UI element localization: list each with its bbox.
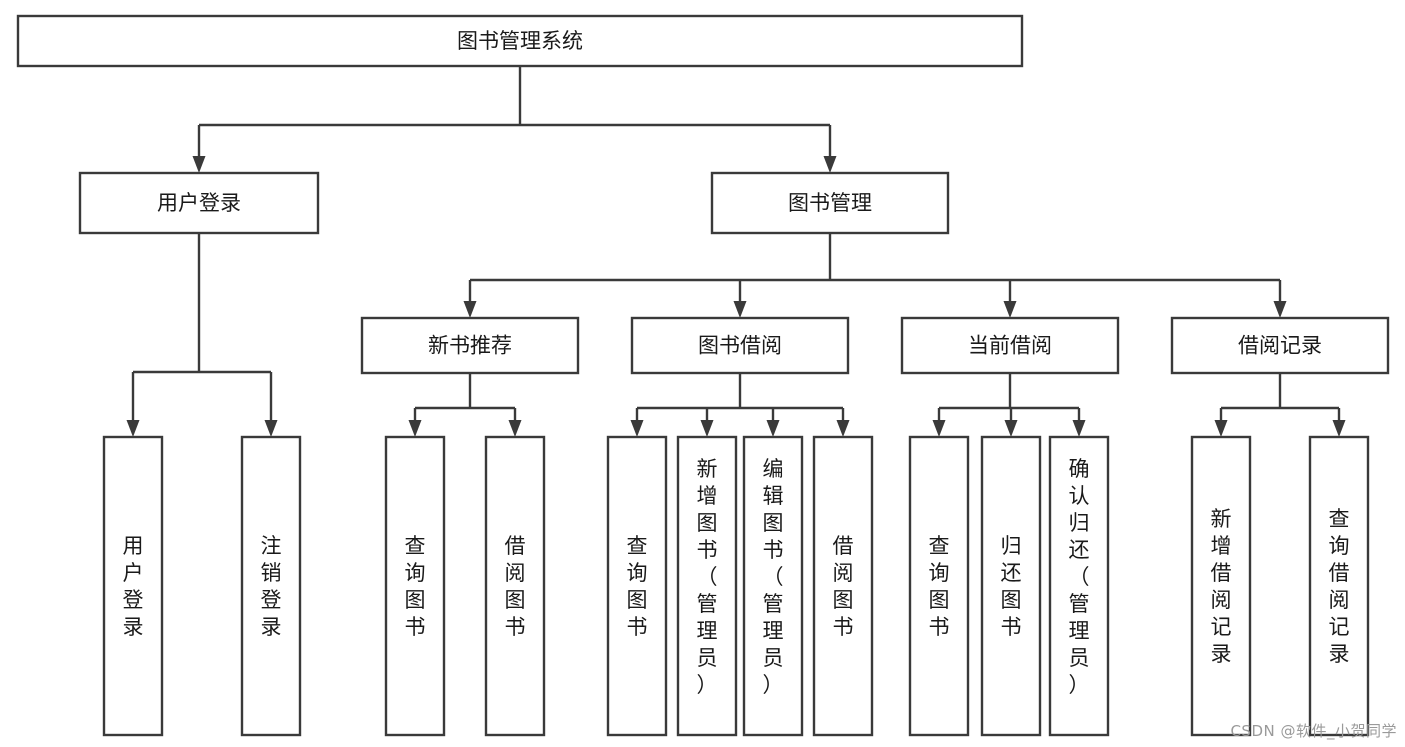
node-leaf-query-record[interactable]: 查询借阅记录 <box>1308 435 1370 737</box>
node-box-leaf-user-login[interactable] <box>102 435 164 737</box>
node-leaf-user-login[interactable]: 用户登录 <box>102 435 164 737</box>
node-leaf-borrow-book[interactable]: 借阅图书 <box>812 435 874 737</box>
arrow-head-icon <box>508 420 522 437</box>
node-label-new-book-recommend: 新书推荐 <box>428 334 512 358</box>
node-box-leaf-confirm-return[interactable] <box>1048 435 1110 737</box>
node-user-login[interactable]: 用户登录 <box>78 171 320 235</box>
edges-from-user-login <box>126 233 278 437</box>
node-leaf-return-book[interactable]: 归还图书 <box>980 435 1042 737</box>
node-leaf-borrow-book-rec[interactable]: 借阅图书 <box>484 435 546 737</box>
edges-from-borrow-record <box>1214 373 1346 437</box>
arrow-head-icon <box>1004 420 1018 437</box>
node-leaf-add-record[interactable]: 新增借阅记录 <box>1190 435 1252 737</box>
arrow-head-icon <box>700 420 714 437</box>
arrow-head-icon <box>1214 420 1228 437</box>
node-label-leaf-query-record: 查询借阅记录 <box>1329 507 1350 666</box>
node-label-user-login: 用户登录 <box>157 191 241 215</box>
node-box-current-borrow[interactable] <box>900 316 1120 375</box>
arrow-head-icon <box>766 420 780 437</box>
csdn-watermark: CSDN @软件_小贺同学 <box>1230 722 1397 740</box>
node-book-borrow[interactable]: 图书借阅 <box>630 316 850 375</box>
node-leaf-add-book[interactable]: 新增图书（管理员） <box>676 435 738 737</box>
node-label-current-borrow: 当前借阅 <box>968 334 1052 358</box>
arrow-head-icon <box>408 420 422 437</box>
node-label-leaf-query-book-borrow: 查询图书 <box>627 534 648 639</box>
node-box-leaf-query-book-borrow[interactable] <box>606 435 668 737</box>
node-box-book-manage[interactable] <box>710 171 950 235</box>
node-box-leaf-return-book[interactable] <box>980 435 1042 737</box>
arrow-head-icon <box>932 420 946 437</box>
edges-from-book-manage <box>463 233 1287 318</box>
node-box-user-login[interactable] <box>78 171 320 235</box>
node-label-leaf-add-record: 新增借阅记录 <box>1211 507 1232 666</box>
arrow-head-icon <box>1003 301 1017 318</box>
arrow-head-icon <box>192 156 206 173</box>
arrow-head-icon <box>126 420 140 437</box>
node-box-leaf-query-record[interactable] <box>1308 435 1370 737</box>
node-label-book-manage: 图书管理 <box>788 191 872 215</box>
node-label-leaf-logout: 注销登录 <box>261 534 282 639</box>
node-label-leaf-user-login: 用户登录 <box>123 534 144 639</box>
node-layer: 图书管理系统用户登录图书管理新书推荐图书借阅当前借阅借阅记录用户登录注销登录查询… <box>16 14 1390 737</box>
node-box-leaf-edit-book[interactable] <box>742 435 804 737</box>
node-leaf-query-book-current[interactable]: 查询图书 <box>908 435 970 737</box>
arrow-head-icon <box>733 301 747 318</box>
node-label-leaf-add-book: 新增图书（管理员） <box>697 457 718 697</box>
node-root[interactable]: 图书管理系统 <box>16 14 1024 68</box>
node-new-book-recommend[interactable]: 新书推荐 <box>360 316 580 375</box>
node-box-new-book-recommend[interactable] <box>360 316 580 375</box>
edges-from-root <box>192 66 837 173</box>
arrow-head-icon <box>264 420 278 437</box>
node-label-leaf-edit-book: 编辑图书（管理员） <box>763 457 784 697</box>
node-book-manage[interactable]: 图书管理 <box>710 171 950 235</box>
node-label-leaf-query-book-rec: 查询图书 <box>405 534 426 639</box>
arrow-head-icon <box>1273 301 1287 318</box>
arrow-head-icon <box>1332 420 1346 437</box>
node-borrow-record[interactable]: 借阅记录 <box>1170 316 1390 375</box>
node-label-leaf-borrow-book: 借阅图书 <box>833 534 854 639</box>
node-box-leaf-add-book[interactable] <box>676 435 738 737</box>
node-box-leaf-query-book-current[interactable] <box>908 435 970 737</box>
node-label-leaf-confirm-return: 确认归还（管理员） <box>1069 457 1090 697</box>
connector-layer <box>126 66 1346 437</box>
node-label-borrow-record: 借阅记录 <box>1238 334 1322 358</box>
node-label-leaf-query-book-current: 查询图书 <box>929 534 950 639</box>
node-box-leaf-logout[interactable] <box>240 435 302 737</box>
arrow-head-icon <box>836 420 850 437</box>
node-box-book-borrow[interactable] <box>630 316 850 375</box>
node-leaf-edit-book[interactable]: 编辑图书（管理员） <box>742 435 804 737</box>
node-label-leaf-return-book: 归还图书 <box>1001 534 1022 639</box>
node-current-borrow[interactable]: 当前借阅 <box>900 316 1120 375</box>
node-leaf-query-book-borrow[interactable]: 查询图书 <box>606 435 668 737</box>
node-label-root: 图书管理系统 <box>457 29 583 53</box>
node-leaf-logout[interactable]: 注销登录 <box>240 435 302 737</box>
arrow-head-icon <box>463 301 477 318</box>
node-label-leaf-borrow-book-rec: 借阅图书 <box>505 534 526 639</box>
node-label-book-borrow: 图书借阅 <box>698 334 782 358</box>
edges-from-new-book-recommend <box>408 373 522 437</box>
node-leaf-confirm-return[interactable]: 确认归还（管理员） <box>1048 435 1110 737</box>
node-box-leaf-query-book-rec[interactable] <box>384 435 446 737</box>
arrow-head-icon <box>630 420 644 437</box>
node-box-leaf-add-record[interactable] <box>1190 435 1252 737</box>
edges-from-current-borrow <box>932 373 1086 437</box>
node-box-leaf-borrow-book-rec[interactable] <box>484 435 546 737</box>
arrow-head-icon <box>1072 420 1086 437</box>
arrow-head-icon <box>823 156 837 173</box>
node-box-leaf-borrow-book[interactable] <box>812 435 874 737</box>
node-leaf-query-book-rec[interactable]: 查询图书 <box>384 435 446 737</box>
node-box-borrow-record[interactable] <box>1170 316 1390 375</box>
edges-from-book-borrow <box>630 373 850 437</box>
node-box-root[interactable] <box>16 14 1024 68</box>
